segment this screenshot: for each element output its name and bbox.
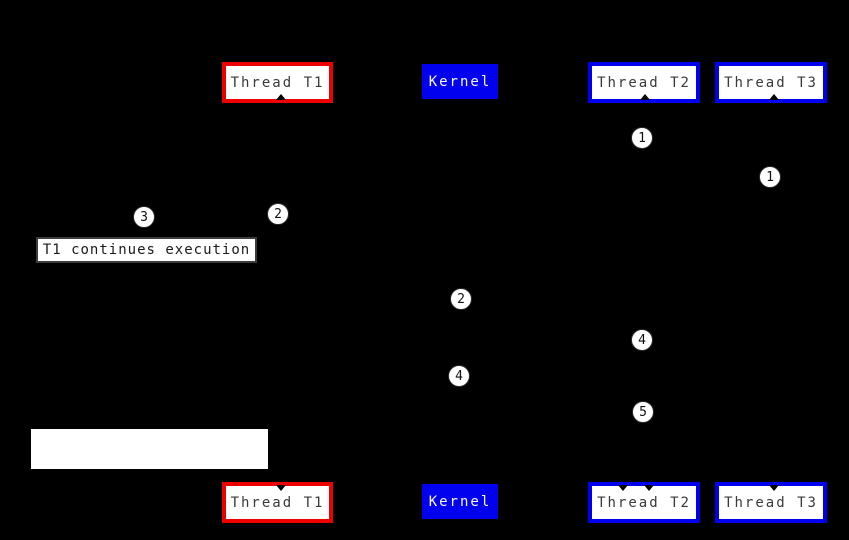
arrowhead-notch: [769, 94, 779, 100]
marker-label: 1: [766, 169, 774, 185]
marker-label: 1: [638, 130, 646, 146]
thread-t2-top-label: Thread T2: [597, 74, 691, 91]
marker-label: 5: [639, 404, 647, 420]
arrowhead-notch: [276, 485, 286, 491]
thread-t3-top-box: Thread T3: [715, 62, 827, 103]
marker-1-thread-t2: 1: [631, 127, 653, 149]
kernel-bottom-box: Kernel: [422, 484, 498, 519]
thread-t2-top-box: Thread T2: [588, 62, 700, 103]
marker-1-thread-t3: 1: [759, 166, 781, 188]
marker-label: 4: [638, 332, 646, 348]
kernel-bottom-label: Kernel: [428, 493, 492, 510]
annotation-text: T1 continues execution: [42, 242, 251, 258]
thread-t2-bottom-box: Thread T2: [588, 482, 700, 523]
arrowhead-notch: [618, 485, 628, 491]
thread-t1-bottom-label: Thread T1: [230, 494, 325, 511]
arrowhead-notch: [769, 485, 779, 491]
thread-t3-top-label: Thread T3: [724, 74, 818, 91]
thread-t2-bottom-label: Thread T2: [597, 494, 691, 511]
kernel-top-label: Kernel: [428, 73, 492, 90]
thread-t1-top-label: Thread T1: [230, 74, 325, 91]
thread-t3-bottom-box: Thread T3: [715, 482, 827, 523]
marker-2-kernel: 2: [450, 288, 472, 310]
marker-5: 5: [632, 401, 654, 423]
marker-label: 3: [140, 209, 148, 225]
marker-label: 4: [455, 368, 463, 384]
marker-label: 2: [457, 291, 465, 307]
blank-label-box: [31, 429, 268, 469]
marker-3: 3: [133, 206, 155, 228]
thread-t3-bottom-label: Thread T3: [724, 494, 818, 511]
thread-t1-bottom-box: Thread T1: [222, 482, 333, 523]
arrowhead-notch: [276, 94, 286, 100]
marker-4-thread-t2: 4: [631, 329, 653, 351]
thread-t1-top-box: Thread T1: [222, 62, 333, 103]
annotation-t1-continues: T1 continues execution: [36, 237, 257, 263]
arrowhead-notch: [644, 485, 654, 491]
arrowhead-notch: [640, 94, 650, 100]
marker-2-thread-t1: 2: [267, 203, 289, 225]
marker-label: 2: [274, 206, 282, 222]
marker-4-kernel: 4: [448, 365, 470, 387]
kernel-top-box: Kernel: [422, 64, 498, 99]
